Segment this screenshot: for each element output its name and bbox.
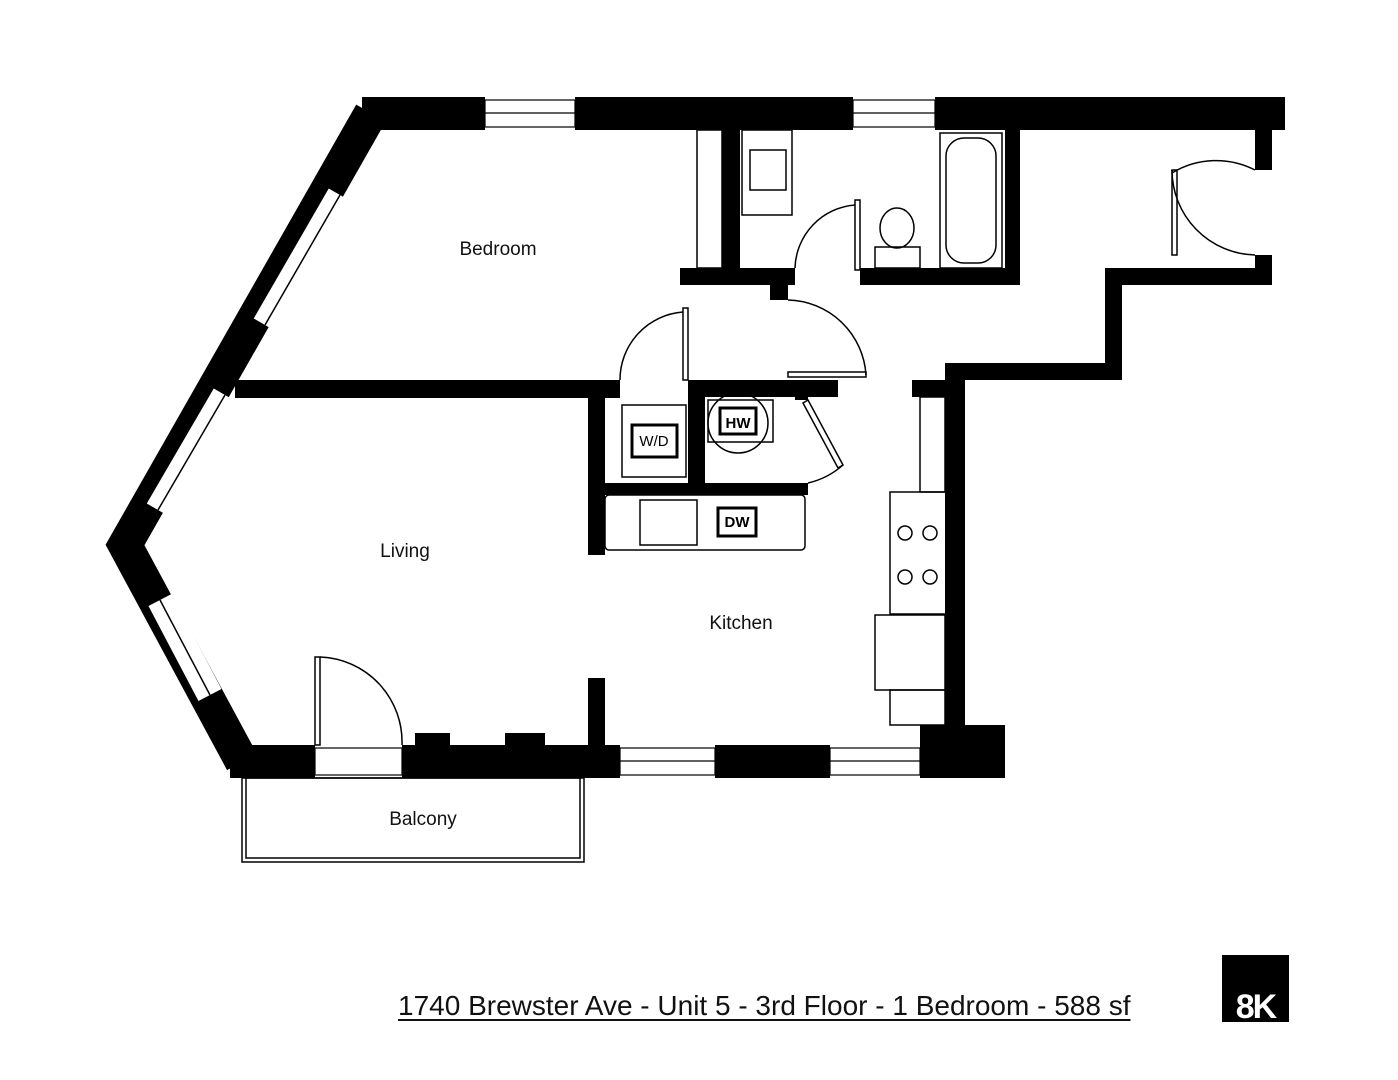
unit-caption: 1740 Brewster Ave - Unit 5 - 3rd Floor -… [398, 990, 1131, 1021]
interior-walls [235, 130, 1020, 745]
fixture-labels: W/D HW DW [639, 415, 751, 531]
brand-logo: 8K [1222, 955, 1289, 1026]
water-heater-label: HW [726, 415, 752, 432]
room-label-kitchen: Kitchen [709, 613, 773, 634]
angled-walls [105, 104, 386, 771]
dishwasher-label: DW [725, 514, 751, 531]
room-label-living: Living [380, 541, 430, 562]
room-label-balcony: Balcony [389, 809, 457, 830]
exterior-walls [230, 97, 1285, 778]
room-label-bedroom: Bedroom [459, 239, 537, 260]
doors [314, 159, 1256, 746]
windows [314, 99, 936, 776]
logo-text: 8K [1235, 988, 1277, 1026]
washer-dryer-label: W/D [639, 433, 668, 450]
fixtures [241, 129, 1003, 863]
